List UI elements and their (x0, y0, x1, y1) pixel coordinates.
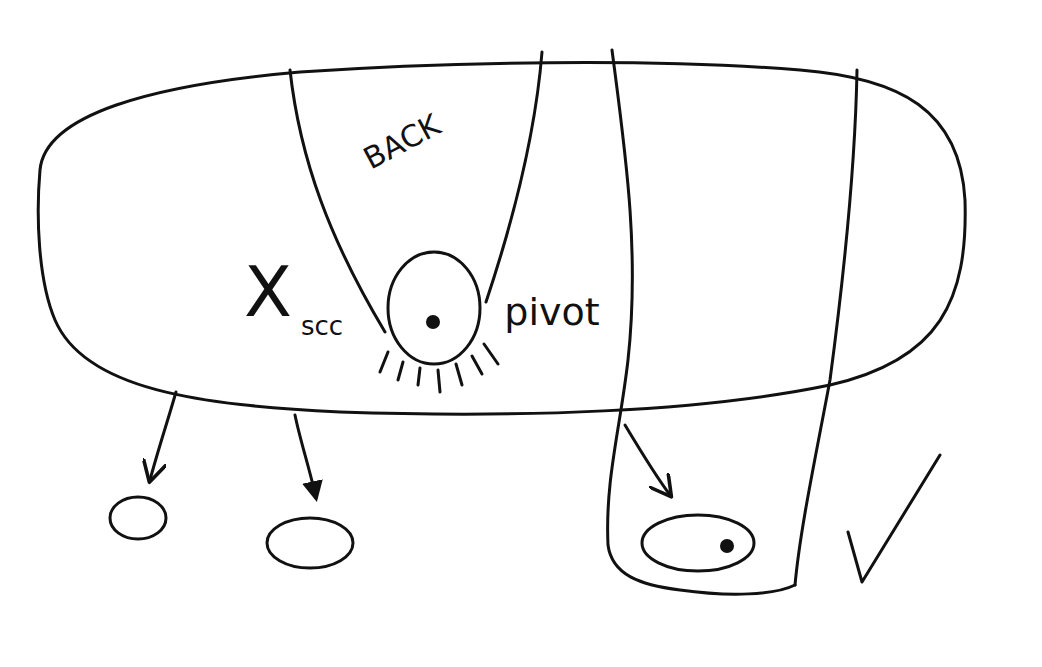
right-lane-left (608, 50, 795, 594)
pivot-circle (388, 252, 480, 364)
drop-oval-middle (267, 518, 353, 568)
pocket-oval (642, 515, 754, 571)
back-lane-right (486, 52, 542, 302)
marker-letter: X (244, 257, 292, 327)
drop-arrow-left (150, 392, 176, 480)
outer-region (38, 63, 965, 415)
right-lane-right (795, 70, 857, 585)
back-lane-left (290, 70, 385, 332)
pivot-label: pivot (504, 293, 599, 331)
drop-arrow-middle (295, 415, 316, 498)
pivot-dot (426, 315, 440, 329)
drop-oval-left (110, 497, 166, 539)
lane-label: BACK (359, 110, 445, 175)
check-mark (848, 455, 940, 582)
pivot-legs (380, 344, 498, 392)
subscript-label: scc (301, 313, 343, 339)
pocket-arrow (625, 425, 670, 495)
pocket-dot (720, 539, 734, 553)
